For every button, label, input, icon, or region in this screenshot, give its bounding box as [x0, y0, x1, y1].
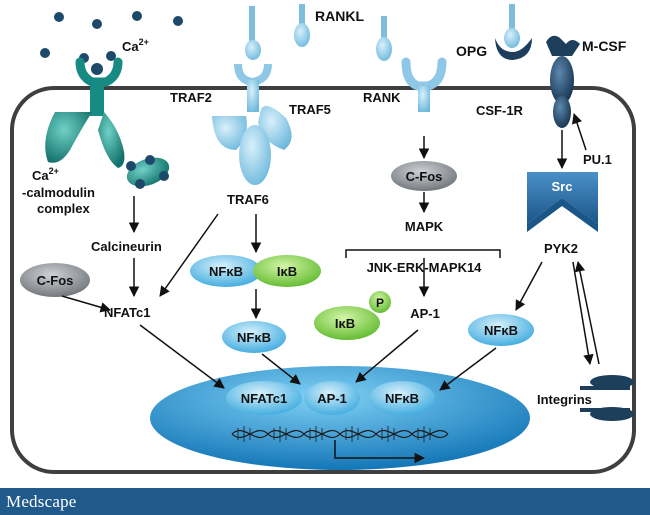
nuc-nfkb-ellipse — [369, 381, 435, 415]
nfkb-left-ellipse — [222, 321, 286, 353]
label-rankl: RANKL — [315, 8, 364, 24]
label-ap1: AP-1 — [410, 306, 440, 321]
label-nuc-ap1: AP-1 — [317, 391, 347, 406]
cfos-left-ellipse — [20, 263, 90, 297]
label-ikb-mid: IκB — [277, 264, 297, 279]
label-src: Src — [552, 179, 573, 194]
label-ikb-phospho: IκB — [335, 316, 355, 331]
label-pyk2: PYK2 — [544, 241, 578, 256]
dna-helix — [231, 426, 449, 442]
label-phosphate: P — [376, 296, 384, 310]
arrows — [61, 113, 600, 391]
label-traf6: TRAF6 — [227, 192, 269, 207]
label-pu1: PU.1 — [583, 152, 612, 167]
label-jnk: JNK-ERK-MAPK14 — [367, 260, 483, 275]
nuc-ap1-ellipse — [304, 381, 360, 415]
label-mapk: MAPK — [405, 219, 444, 234]
nfkb-mid-ellipse — [190, 255, 262, 287]
nuc-nfatc1-ellipse — [226, 381, 302, 415]
label-mcsf: M-CSF — [582, 38, 627, 54]
ikb-mid-ellipse — [253, 255, 321, 287]
calcium-ions — [40, 11, 183, 63]
integrins-receptor — [580, 375, 634, 421]
label-calmodulin-2: -calmodulin — [22, 185, 95, 200]
label-nfatc1: NFATc1 — [104, 305, 150, 320]
label-integrins: Integrins — [537, 392, 592, 407]
label-traf2: TRAF2 — [170, 90, 212, 105]
traf-receptor — [212, 6, 292, 185]
label-cfos-left: C-Fos — [37, 273, 74, 288]
label-csf1r: CSF-1R — [476, 103, 524, 118]
opg-decoy-receptor — [495, 4, 532, 60]
label-nuc-nfkb: NFκB — [385, 391, 419, 406]
osteoclast-signaling-diagram: Ca2+ RANKL OPG M-CSF TRAF2 TRAF5 RANK CS… — [10, 4, 636, 474]
ikb-phospho-ellipse — [314, 306, 380, 340]
nucleus — [150, 366, 530, 470]
src-kinase — [527, 172, 598, 232]
label-rank: RANK — [363, 90, 401, 105]
footer-bar: Medscape — [0, 488, 650, 515]
rankl-ligands — [294, 4, 392, 61]
mcsf-csf1r — [546, 35, 580, 128]
label-cfos-top: C-Fos — [406, 169, 443, 184]
jnk-bracket — [345, 249, 501, 258]
phosphate-circle — [369, 291, 391, 313]
label-calmodulin-3: complex — [37, 201, 91, 216]
label-nfkb-left: NFκB — [237, 330, 271, 345]
transcription-arrow — [334, 440, 426, 464]
label-traf5: TRAF5 — [289, 102, 331, 117]
calcium-receptor — [45, 57, 125, 168]
calmodulin-complex — [126, 155, 170, 189]
label-calmodulin-1: Ca2+ — [32, 166, 59, 183]
label-nfkb-right: NFκB — [484, 323, 518, 338]
rank-receptor — [401, 57, 447, 112]
cell-membrane — [10, 86, 636, 474]
label-nfkb-mid: NFκB — [209, 264, 243, 279]
label-ca: Ca2+ — [122, 37, 149, 54]
label-opg: OPG — [456, 43, 487, 59]
label-nuc-nfatc1: NFATc1 — [241, 391, 287, 406]
label-calcineurin: Calcineurin — [91, 239, 162, 254]
cfos-top-ellipse — [391, 161, 457, 191]
medscape-logo: Medscape — [6, 492, 77, 511]
nfkb-right-ellipse — [468, 314, 534, 346]
